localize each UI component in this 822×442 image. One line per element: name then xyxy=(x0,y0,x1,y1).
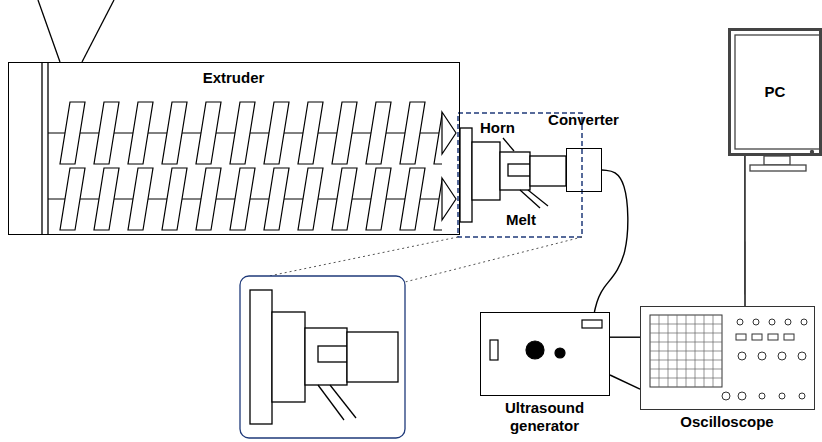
knob xyxy=(798,352,806,360)
oscilloscope-panel xyxy=(650,315,807,400)
button xyxy=(736,334,746,340)
scope-grid xyxy=(650,315,722,387)
horn-body xyxy=(500,152,530,190)
switch xyxy=(490,340,498,360)
button xyxy=(784,334,794,340)
knob xyxy=(779,393,785,399)
node-label: Ultrasound generator xyxy=(480,399,610,435)
extruder-barrel: Extruder xyxy=(8,62,460,235)
knob xyxy=(778,352,786,360)
horn-flange xyxy=(272,312,305,402)
converter-body: Converter xyxy=(566,148,602,192)
horn-body xyxy=(305,328,347,385)
horn-leader xyxy=(503,138,514,151)
horn-neck xyxy=(347,332,398,382)
scope-screen xyxy=(650,315,722,387)
screw-tip xyxy=(442,178,456,220)
node-label: Converter xyxy=(548,111,619,129)
pc-monitor xyxy=(735,35,822,171)
cable xyxy=(610,337,640,338)
node-label: Extruder xyxy=(203,69,265,87)
horn-assembly xyxy=(460,128,566,222)
button xyxy=(752,334,762,340)
melt-pipe xyxy=(528,190,548,206)
zoom-inset xyxy=(240,276,405,438)
die-plate xyxy=(250,290,272,424)
knob xyxy=(753,319,759,325)
zoom-lines xyxy=(240,237,582,282)
knob xyxy=(737,319,743,325)
node-label: Oscilloscope xyxy=(640,413,815,431)
melt-pipe xyxy=(330,385,356,418)
horn-slot xyxy=(508,164,530,176)
cable xyxy=(744,156,745,306)
knob xyxy=(758,352,766,360)
knob xyxy=(769,319,775,325)
cable xyxy=(610,375,640,389)
screw-flights xyxy=(58,166,442,232)
zoom-line xyxy=(240,237,458,282)
horn-flange xyxy=(472,142,500,200)
horn-neck xyxy=(530,156,566,186)
knob xyxy=(738,392,746,400)
melt-pipe xyxy=(318,385,344,420)
knob xyxy=(555,348,565,358)
pc-monitor-frame: PC xyxy=(728,28,822,156)
button xyxy=(768,334,778,340)
inset-frame xyxy=(240,276,405,438)
plate-line xyxy=(47,62,48,235)
screw-flights xyxy=(58,100,442,166)
display xyxy=(582,320,602,328)
twin-screw xyxy=(48,100,456,232)
knob xyxy=(799,393,805,399)
screw-tip xyxy=(442,112,456,154)
melt-pipe xyxy=(520,190,540,208)
hopper-wall xyxy=(82,0,114,62)
end-plate xyxy=(42,62,48,235)
knob xyxy=(526,341,544,359)
die-plate xyxy=(460,128,472,222)
node-label: PC xyxy=(765,83,786,101)
plate-line xyxy=(41,62,42,235)
hopper xyxy=(38,0,114,62)
hopper-wall xyxy=(38,0,60,62)
knob xyxy=(785,319,791,325)
monitor-stand xyxy=(764,156,790,165)
part-label: Horn xyxy=(480,119,515,137)
monitor-base xyxy=(750,165,806,171)
generator-panel xyxy=(490,320,602,360)
part-label: Melt xyxy=(506,211,536,229)
horn-slot xyxy=(318,346,347,362)
monitor-screen xyxy=(735,35,822,149)
knob xyxy=(759,393,765,399)
oscilloscope-box: Oscilloscope xyxy=(640,306,815,410)
knob xyxy=(801,319,807,325)
knob xyxy=(722,392,730,400)
zoom-line xyxy=(405,237,582,282)
generator-box: Ultrasound generator xyxy=(480,312,610,396)
knob xyxy=(738,352,746,360)
detail-box xyxy=(458,113,582,237)
